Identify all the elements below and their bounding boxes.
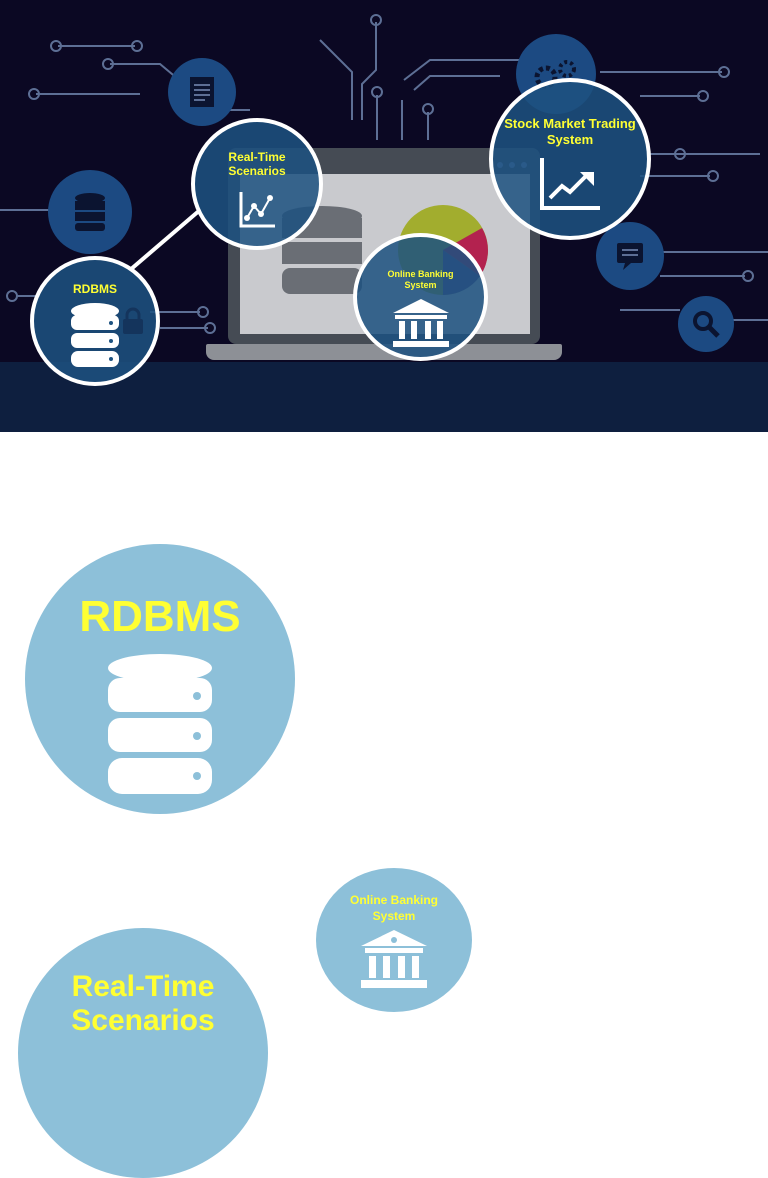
bank-icon (392, 299, 449, 347)
hero-stock-label-1: Stock Market Trading (504, 116, 636, 131)
chat-icon (596, 222, 664, 290)
database-icon (108, 654, 212, 794)
laptop-base (206, 344, 562, 360)
card-realtime-label-1: Real-Time (71, 970, 215, 1003)
lock-icon (118, 306, 148, 336)
bank-icon (361, 930, 427, 988)
card-realtime-label-2: Scenarios (71, 1004, 215, 1037)
hero-bubble-stock-market: Stock Market Trading System (489, 78, 651, 240)
card-online-banking: Online Banking System (316, 868, 472, 1012)
chart-icon (239, 192, 275, 228)
card-banking-label-2: System (372, 909, 416, 923)
database-icon (48, 170, 132, 254)
database-icon (71, 303, 119, 367)
hero-bubble-realtime: Real-Time Scenarios (191, 118, 323, 250)
card-realtime-scenarios: Real-Time Scenarios (18, 928, 268, 1178)
card-banking-label-1: Online Banking (349, 893, 438, 907)
magnifier-icon (678, 296, 734, 352)
card-rdbms: RDBMS (25, 544, 295, 814)
hero-illustration: RDBMS Real-Time Scenarios Online Banking… (0, 0, 768, 432)
hero-banking-label-1: Online Banking (387, 269, 454, 279)
hero-bubble-banking: Online Banking System (353, 233, 488, 361)
hero-banking-label-2: System (404, 280, 437, 290)
hero-realtime-label-2: Scenarios (228, 164, 286, 178)
card-rdbms-label: RDBMS (79, 592, 241, 641)
document-icon (168, 58, 236, 126)
hero-stock-label-2: System (546, 132, 594, 147)
hero-rdbms-label: RDBMS (73, 282, 117, 296)
trend-icon (540, 158, 600, 210)
hero-realtime-label-1: Real-Time (228, 150, 286, 164)
